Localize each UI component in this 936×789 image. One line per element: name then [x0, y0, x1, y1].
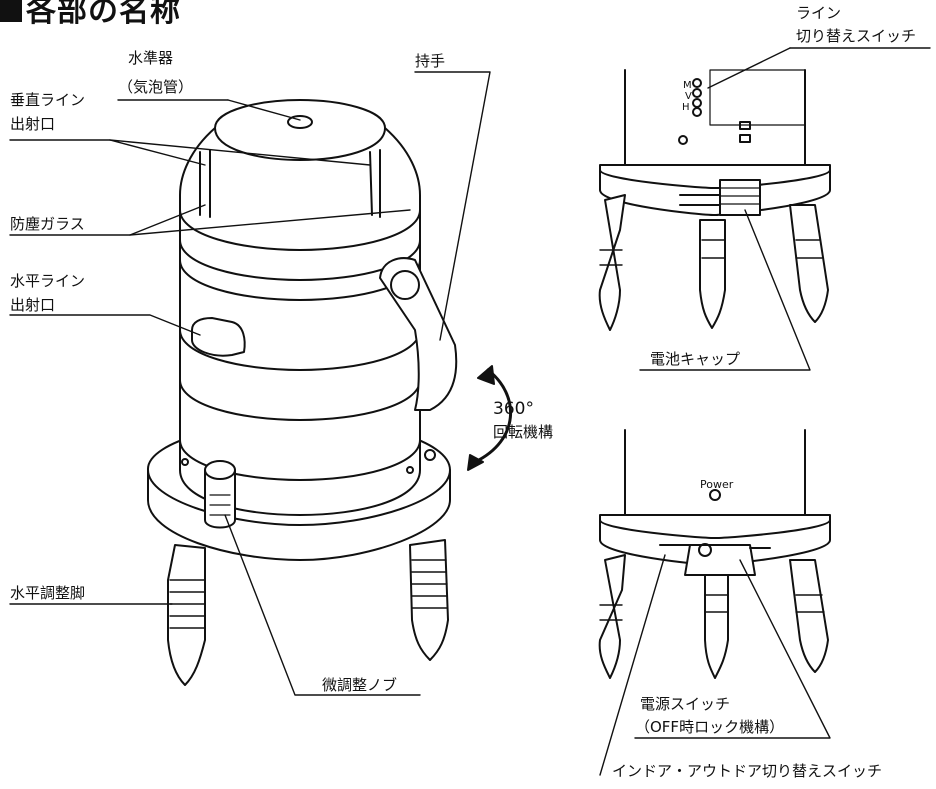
label-horizontal-line: 水平ライン	[10, 272, 86, 290]
label-power-switch-2: （OFF時ロック機構）	[635, 718, 785, 736]
label-dust-glass: 防塵ガラス	[10, 215, 85, 233]
title-text: 各部の名称	[26, 0, 181, 29]
label-level-vial-2: （気泡管）	[118, 78, 193, 97]
square-bullet-icon	[0, 0, 22, 22]
bottom-right-device	[598, 429, 831, 679]
label-horizontal-line-2: 出射口	[10, 296, 56, 314]
label-vertical-line: 垂直ライン	[10, 91, 86, 109]
label-line-switch: ライン	[796, 4, 842, 22]
label-level-vial: 水準器	[128, 49, 173, 68]
leader-lines	[9, 47, 931, 776]
label-leveling-foot: 水平調整脚	[10, 584, 86, 602]
label-battery-cap: 電池キャップ	[650, 350, 741, 368]
label-power-switch: 電源スイッチ	[640, 695, 731, 713]
switch-v-label: V	[685, 91, 692, 102]
power-label: Power	[700, 478, 734, 491]
label-fine-knob: 微調整ノブ	[322, 676, 398, 694]
switch-m-label: M	[683, 80, 692, 91]
label-handle: 持手	[415, 52, 446, 70]
label-level-vial-line1: 水準器	[128, 49, 174, 67]
label-vertical-line-2: 出射口	[10, 115, 56, 133]
label-line-switch-2: 切り替えスイッチ	[796, 27, 917, 45]
switch-h-label: H	[682, 102, 690, 113]
label-level-vial-line2: （気泡管）	[118, 78, 194, 96]
top-right-device	[598, 69, 831, 331]
label-rotation-2: 回転機構	[493, 423, 554, 441]
page-title: 各部の名称	[0, 0, 181, 30]
label-rotation: 360°	[493, 399, 534, 419]
main-device	[146, 99, 512, 686]
label-indoor-outdoor-switch: インドア・アウトドア切り替えスイッチ	[612, 762, 883, 780]
